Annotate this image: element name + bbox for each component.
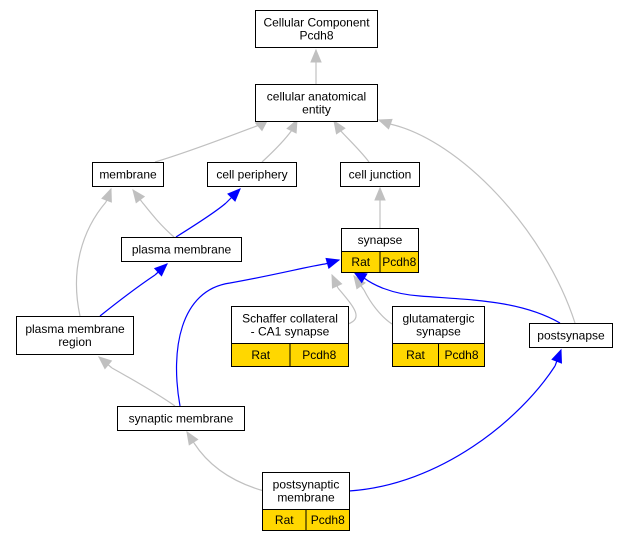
annotation-species: Rat (406, 348, 425, 362)
edge-membrane-to-cae (154, 118, 269, 163)
annotation-cell (305, 509, 350, 531)
edge-connector (333, 120, 341, 131)
edge-connector (132, 189, 143, 203)
edge-connector (154, 263, 168, 276)
node-label-line: cell junction (349, 168, 412, 182)
node-periphery[interactable]: cell periphery (207, 162, 297, 187)
edge-synmem-to-synapse (175, 257, 341, 407)
part-of-edge-line (175, 263, 326, 407)
edge-connector (98, 356, 113, 369)
node-label-line: cell periphery (216, 168, 287, 182)
edge-pm-to-membrane (132, 188, 175, 238)
node-label-line: region (58, 335, 91, 349)
node-label-line: glutamatergic (402, 312, 474, 326)
edge-connector (105, 188, 112, 203)
is-a-edge-line (363, 289, 393, 325)
is-a-arrowhead (286, 118, 298, 134)
annotation-cell (289, 343, 349, 367)
annotation-gene: Pcdh8 (302, 348, 336, 362)
edge-connector (225, 188, 241, 204)
part-of-edge-line (175, 202, 227, 238)
is-a-edge-line (261, 129, 293, 163)
annotation-gene: Pcdh8 (311, 513, 345, 527)
is-a-edge-line (337, 287, 357, 325)
node-label-line: membrane (277, 491, 335, 505)
edge-cae-to-root (310, 48, 322, 84)
edge-synapse-to-junction (374, 186, 386, 228)
is-a-edge-line (141, 201, 175, 238)
edge-pmr-to-membrane (75, 187, 112, 317)
node-box (255, 10, 378, 48)
is-a-edge-line (111, 367, 176, 407)
node-box (255, 84, 378, 122)
node-label-line: synapse (416, 325, 461, 339)
edge-psm-to-post (348, 348, 562, 492)
node-label-line: membrane (99, 168, 157, 182)
edge-pm-to-periphery (175, 188, 241, 238)
node-label-line: synapse (358, 233, 403, 247)
node-box (16, 316, 134, 355)
node-label-line: synaptic membrane (129, 412, 234, 426)
annotation-gene: Pcdh8 (444, 348, 478, 362)
edge-psm-to-synmem (186, 430, 265, 492)
part-of-edge-line (348, 365, 556, 492)
node-label-line: entity (302, 103, 331, 117)
node-box (340, 162, 420, 187)
edge-connector (353, 275, 365, 291)
node-post[interactable]: postsynapse (529, 323, 613, 348)
annotation-species: Rat (351, 255, 370, 269)
node-pm[interactable]: plasma membrane (121, 237, 242, 262)
annotation-species: Rat (251, 348, 270, 362)
edge-connector (331, 274, 339, 289)
edge-synmem-to-pmr (98, 356, 176, 407)
node-box (121, 237, 242, 262)
is-a-edge-line (193, 442, 265, 492)
node-box (92, 162, 164, 187)
annotation-cell (438, 343, 485, 367)
is-a-edge-line (339, 129, 370, 163)
node-box (117, 406, 245, 431)
edge-periphery-to-cae (261, 118, 298, 163)
edge-connector (378, 119, 391, 125)
annotation-cell (379, 251, 419, 273)
node-label-line: postsynaptic (273, 478, 340, 492)
node-label-line: plasma membrane (132, 243, 232, 257)
edge-connector (554, 349, 562, 367)
part-of-edge-line (99, 274, 156, 317)
edge-pmr-to-pm (99, 263, 168, 317)
edge-schaffer-to-synapse (331, 273, 357, 325)
node-label-line: cellular anatomical (267, 90, 366, 104)
edges-layer (75, 48, 576, 492)
node-junction[interactable]: cell junction (340, 162, 420, 187)
edge-junction-to-cae (333, 119, 370, 163)
edge-connector (324, 259, 340, 265)
part-of-edge-line (363, 277, 561, 324)
edge-post-to-cae (377, 118, 576, 324)
is-a-edge-line (154, 123, 263, 163)
edge-connector (186, 431, 195, 444)
is-a-edge-line (75, 201, 107, 317)
node-label-line: postsynapse (537, 329, 605, 343)
node-label-line: Pcdh8 (299, 29, 333, 43)
node-box (529, 323, 613, 348)
node-label-line: Schaffer collateral (242, 312, 338, 326)
node-box (207, 162, 297, 187)
annotation-species: Rat (275, 513, 294, 527)
is-a-edge-line (389, 123, 576, 324)
node-label-line: plasma membrane (25, 322, 125, 336)
annotation-gene: Pcdh8 (382, 255, 416, 269)
node-label-line: Cellular Component (263, 16, 370, 30)
node-label-line: - CA1 synapse (251, 325, 330, 339)
node-membrane[interactable]: membrane (92, 162, 164, 187)
node-synmem[interactable]: synaptic membrane (117, 406, 245, 431)
